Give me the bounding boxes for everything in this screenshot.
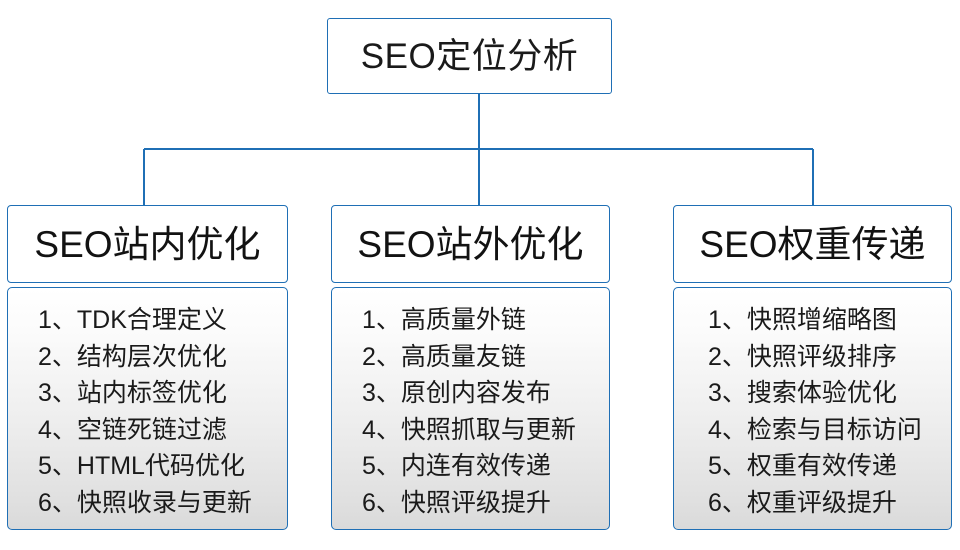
list-item: 5、权重有效传递 (708, 452, 897, 480)
branch-column-3: SEO权重传递 1、快照增缩略图 2、快照评级排序 3、搜索体验优化 4、检索与… (673, 205, 952, 530)
list-item: 3、站内标签优化 (38, 379, 227, 407)
list-item: 3、原创内容发布 (362, 379, 551, 407)
list-item: 1、高质量外链 (362, 306, 526, 334)
list-item: 4、空链死链过滤 (38, 415, 227, 444)
list-item: 4、检索与目标访问 (708, 415, 922, 444)
list-item: 5、HTML代码优化 (38, 452, 245, 480)
branch-column-1: SEO站内优化 1、TDK合理定义 2、结构层次优化 3、站内标签优化 4、空链… (7, 205, 288, 530)
list-item: 1、TDK合理定义 (38, 306, 227, 334)
list-item: 4、快照抓取与更新 (362, 415, 576, 444)
branch-list-3: 1、快照增缩略图 2、快照评级排序 3、搜索体验优化 4、检索与目标访问 5、权… (674, 302, 951, 521)
list-item: 3、搜索体验优化 (708, 379, 897, 407)
branch-column-2: SEO站外优化 1、高质量外链 2、高质量友链 3、原创内容发布 4、快照抓取与… (331, 205, 610, 530)
branch-body-2: 1、高质量外链 2、高质量友链 3、原创内容发布 4、快照抓取与更新 5、内连有… (331, 287, 610, 530)
list-item: 2、快照评级排序 (708, 342, 897, 371)
branch-header-3[interactable]: SEO权重传递 (673, 205, 952, 283)
branch-body-1: 1、TDK合理定义 2、结构层次优化 3、站内标签优化 4、空链死链过滤 5、H… (7, 287, 288, 530)
branch-body-3: 1、快照增缩略图 2、快照评级排序 3、搜索体验优化 4、检索与目标访问 5、权… (673, 287, 952, 530)
branch-title-1: SEO站内优化 (34, 223, 261, 265)
branch-list-2: 1、高质量外链 2、高质量友链 3、原创内容发布 4、快照抓取与更新 5、内连有… (332, 302, 609, 521)
list-item: 2、高质量友链 (362, 342, 526, 371)
list-item: 2、结构层次优化 (38, 342, 227, 371)
list-item: 6、快照评级提升 (362, 488, 551, 517)
branch-title-2: SEO站外优化 (357, 223, 584, 265)
branch-header-2[interactable]: SEO站外优化 (331, 205, 610, 283)
list-item: 6、权重评级提升 (708, 488, 897, 517)
root-node[interactable]: SEO定位分析 (327, 18, 612, 94)
list-item: 6、快照收录与更新 (38, 488, 252, 517)
branch-title-3: SEO权重传递 (699, 223, 926, 265)
root-node-label: SEO定位分析 (360, 36, 579, 76)
list-item: 1、快照增缩略图 (708, 306, 897, 334)
branch-list-1: 1、TDK合理定义 2、结构层次优化 3、站内标签优化 4、空链死链过滤 5、H… (8, 302, 287, 521)
branch-header-1[interactable]: SEO站内优化 (7, 205, 288, 283)
list-item: 5、内连有效传递 (362, 452, 551, 480)
